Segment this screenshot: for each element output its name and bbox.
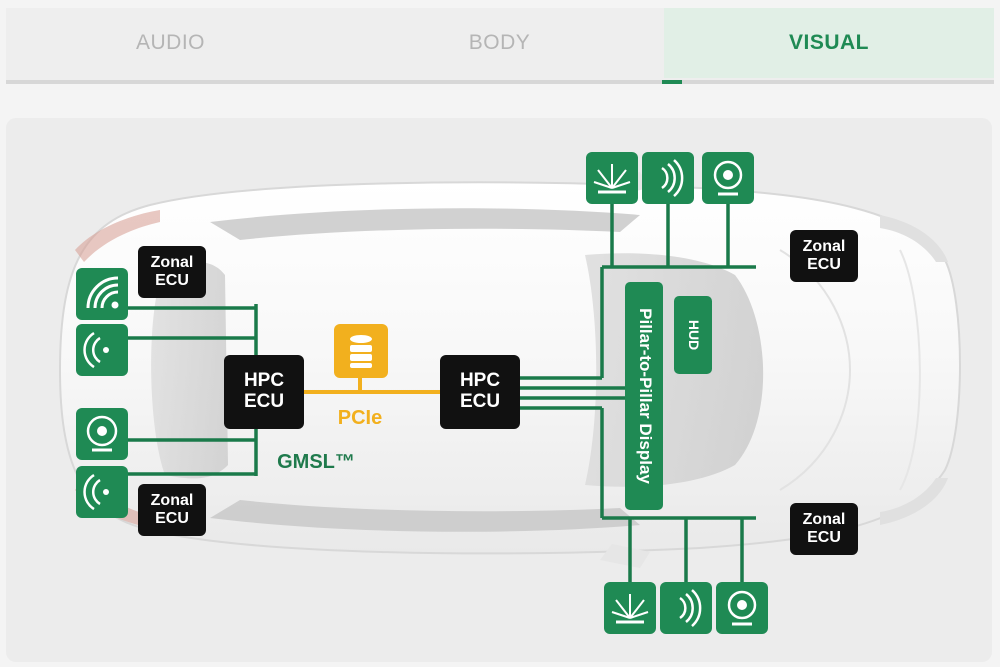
zonal-ecu-top-right: Zonal ECU bbox=[790, 230, 858, 282]
tab-body[interactable]: BODY bbox=[468, 31, 531, 54]
zonal-ecu-top-left: Zonal ECU bbox=[138, 246, 206, 298]
camera-icon bbox=[716, 582, 768, 634]
storage-icon bbox=[334, 324, 388, 378]
gmsl-label: GMSL™ bbox=[277, 451, 355, 473]
wifi-icon bbox=[76, 268, 128, 320]
lidar-icon bbox=[604, 582, 656, 634]
radar-icon bbox=[642, 152, 694, 204]
pcie-label: PCIe bbox=[337, 407, 383, 429]
radar-icon bbox=[660, 582, 712, 634]
active-tab-indicator bbox=[662, 80, 682, 84]
tab-bar: AUDIO BODY VISUAL bbox=[6, 8, 994, 84]
gmsl-links bbox=[128, 202, 756, 582]
pcie-link bbox=[304, 376, 442, 394]
tab-audio[interactable]: AUDIO bbox=[135, 31, 205, 54]
wireless-signal-icon bbox=[76, 466, 128, 518]
pillar-display-label: Pillar-to-Pillar Display bbox=[636, 308, 656, 484]
camera-icon bbox=[702, 152, 754, 204]
tab-visual[interactable]: VISUAL bbox=[664, 8, 994, 78]
wireless-signal-icon bbox=[76, 324, 128, 376]
zonal-ecu-bottom-left: Zonal ECU bbox=[138, 484, 206, 536]
lidar-icon bbox=[586, 152, 638, 204]
zonal-ecu-bottom-right: Zonal ECU bbox=[790, 503, 858, 555]
hud-label: HUD bbox=[686, 319, 702, 351]
hpc-ecu-right: HPC ECU bbox=[440, 355, 520, 429]
tab-rule bbox=[6, 80, 994, 84]
pillar-to-pillar-display bbox=[625, 282, 663, 510]
hud-box bbox=[674, 296, 712, 374]
hpc-ecu-left: HPC ECU bbox=[224, 355, 304, 429]
camera-icon bbox=[76, 408, 128, 460]
